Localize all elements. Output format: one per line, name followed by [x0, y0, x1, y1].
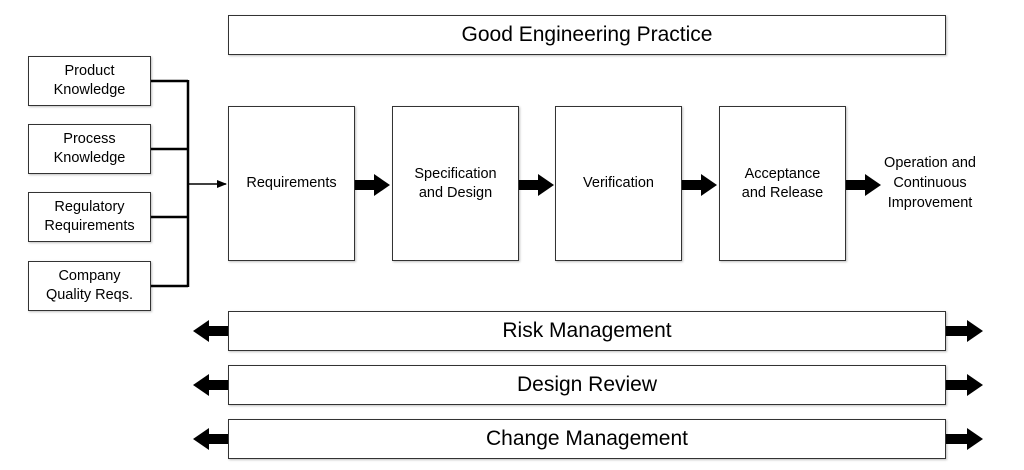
good-engineering-practice-banner: Good Engineering Practice: [228, 15, 946, 55]
stage-box-requirements: Requirements: [228, 106, 355, 261]
bar-label: Change Management: [486, 427, 688, 450]
risk-management-bar: Risk Management: [228, 311, 946, 351]
input-label: Process Knowledge: [53, 131, 126, 166]
right-arrow-icon: [946, 320, 983, 342]
stage-box-acceptance-and-release: Acceptance and Release: [719, 106, 846, 261]
left-arrow-icon: [193, 428, 228, 450]
design-review-arrows: [193, 374, 983, 396]
stage-box-verification: Verification: [555, 106, 682, 261]
bar-label: Risk Management: [502, 319, 672, 342]
right-arrow-icon: [946, 374, 983, 396]
stage-box-specification-and-design: Specification and Design: [392, 106, 519, 261]
bar-label: Design Review: [516, 373, 658, 396]
right-arrow-icon: [946, 428, 983, 450]
left-arrow-icon: [193, 320, 228, 342]
design-review-bar: Design Review: [228, 365, 946, 405]
banner-title: Good Engineering Practice: [461, 23, 713, 46]
input-label: Company Quality Reqs.: [45, 268, 134, 303]
operation-and-continuous-improvement-label: Operation and Continuous Improvement: [884, 155, 976, 211]
risk-management-arrows: [193, 320, 983, 342]
input-label: Product Knowledge: [53, 63, 126, 98]
stage-label: Verification: [583, 175, 654, 191]
input-bracket: [151, 79, 190, 288]
input-box-process-knowledge: Process Knowledge: [28, 124, 151, 174]
input-box-product-knowledge: Product Knowledge: [28, 56, 151, 106]
change-management-arrows: [193, 428, 983, 450]
flow-arrow-verification-to-acceptance: [682, 174, 717, 196]
input-box-regulatory-requirements: Regulatory Requirements: [28, 192, 151, 242]
stage-label: Acceptance and Release: [741, 165, 824, 201]
change-management-bar: Change Management: [228, 419, 946, 459]
stage-label: Requirements: [246, 175, 337, 191]
stage-label: Specification and Design: [414, 165, 497, 201]
flow-arrow-acceptance-to-operation: [846, 174, 881, 196]
flow-arrow-specification-to-verification: [519, 174, 554, 196]
input-box-company-quality-reqs: Company Quality Reqs.: [28, 261, 151, 311]
flow-arrow-requirements-to-specification: [355, 174, 390, 196]
left-arrow-icon: [193, 374, 228, 396]
input-label: Regulatory Requirements: [44, 199, 135, 234]
